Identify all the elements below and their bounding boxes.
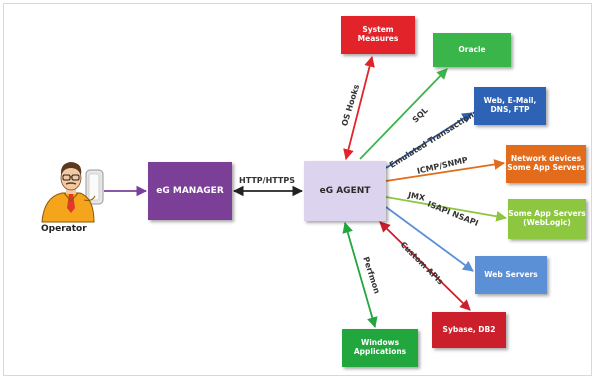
oracle-box[interactable]: Oracle: [433, 33, 511, 67]
operator-person-icon: [41, 162, 104, 223]
network-devices-box[interactable]: Network devices Some App Servers: [506, 145, 586, 183]
http-https-edge-label: HTTP/HTTPS: [239, 176, 295, 185]
agent-windows-connector: [342, 221, 378, 329]
agent-sybase-connector: [379, 221, 471, 311]
operator-label: Operator: [41, 224, 87, 234]
weblogic-app-servers-box[interactable]: Some App Servers (WebLogic): [508, 199, 586, 239]
web-email-dns-ftp-box[interactable]: Web, E-Mail, DNS, FTP: [474, 87, 546, 125]
agent-oracle-connector: [359, 68, 448, 160]
agent-weblogic-connector: [385, 196, 508, 222]
eg-agent-box[interactable]: eG AGENT: [304, 161, 386, 221]
web-servers-box[interactable]: Web Servers: [475, 256, 547, 294]
os-hooks-edge-label: OS Hooks: [340, 83, 361, 127]
agent-webemail-connector: [385, 112, 473, 169]
custom-apis-edge-label: Custom APIs: [399, 240, 446, 287]
eg-manager-box[interactable]: eG MANAGER: [148, 162, 232, 220]
sybase-db2-box[interactable]: Sybase, DB2: [432, 312, 506, 348]
agent-network-connector: [385, 159, 506, 182]
isapi-edge-label: ISAPI NSAPI: [426, 199, 480, 228]
agent-system-connector: [343, 55, 375, 161]
sql-edge-label: SQL: [411, 106, 430, 125]
jmx-edge-label: JMX: [406, 190, 426, 203]
windows-applications-box[interactable]: Windows Applications: [342, 329, 418, 367]
system-measures-box[interactable]: System Measures: [341, 16, 415, 54]
